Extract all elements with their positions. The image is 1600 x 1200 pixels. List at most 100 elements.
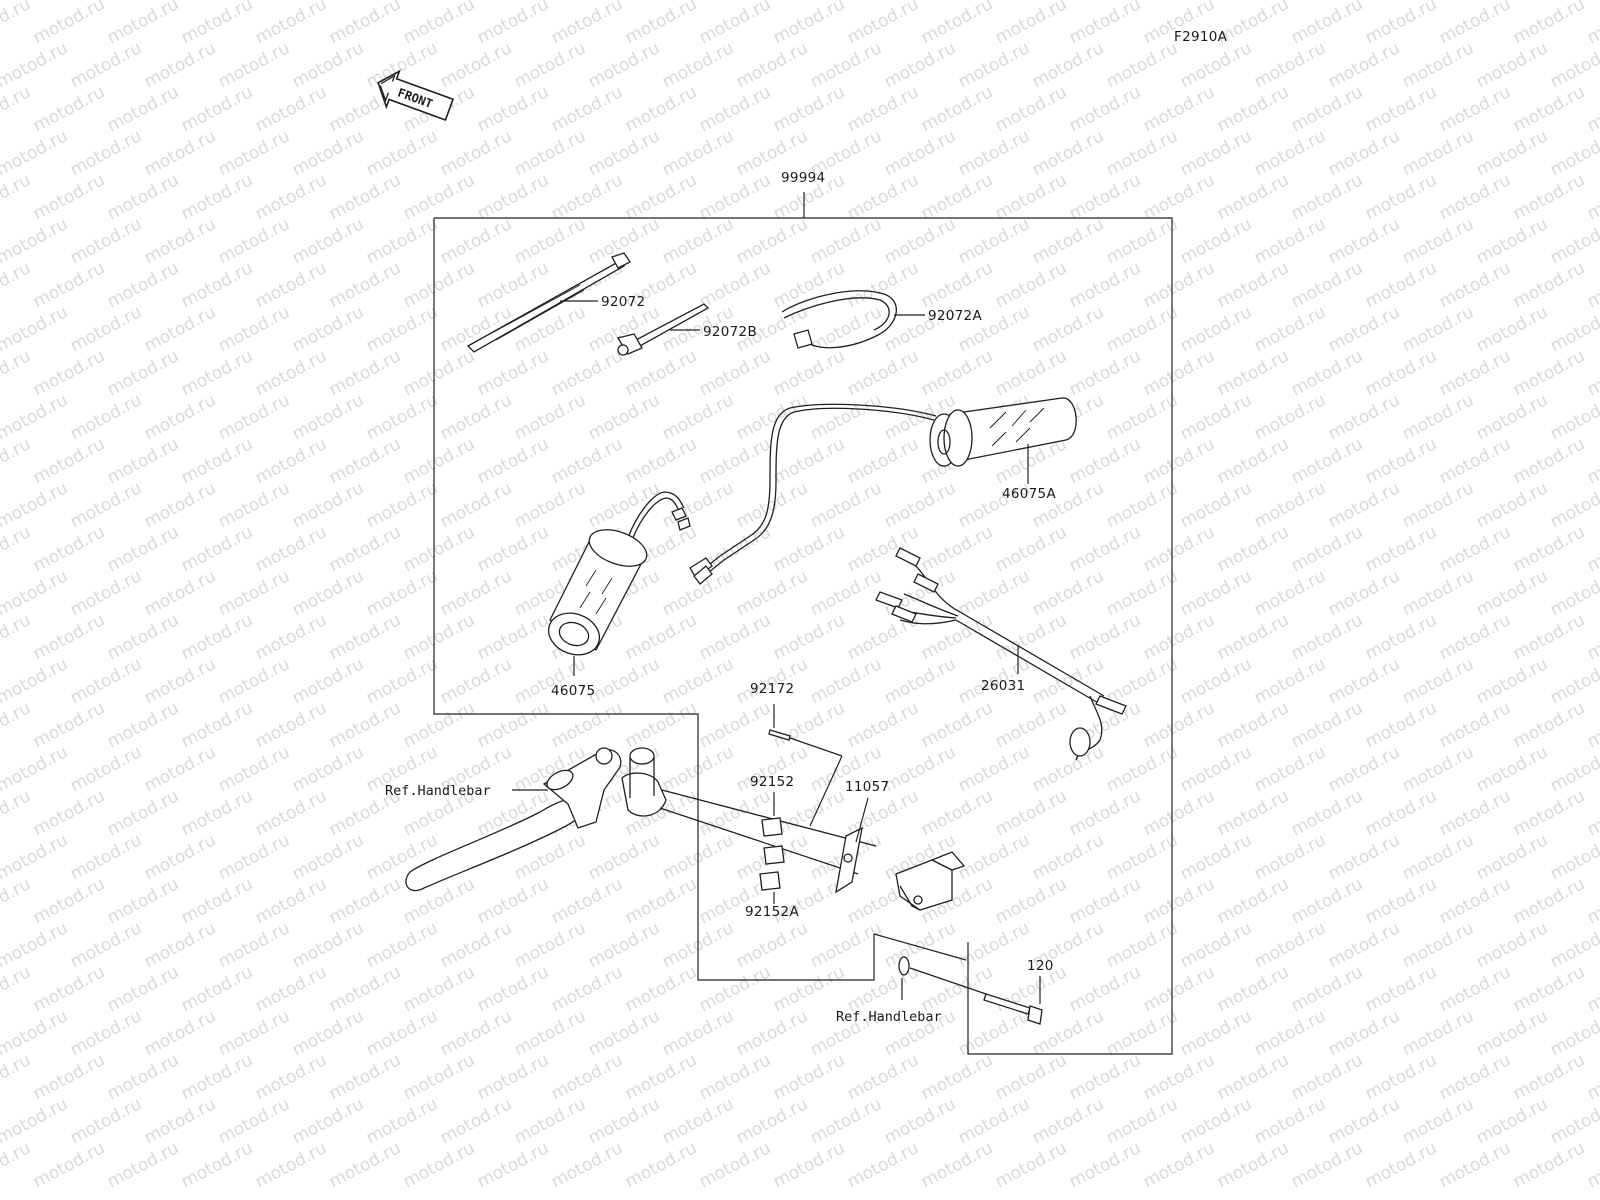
label-92072a: 92072A — [928, 308, 982, 324]
watermark-text: motod.ru — [215, 390, 293, 444]
watermark-text: motod.ru — [1362, 610, 1440, 664]
watermark-text: motod.ru — [1214, 698, 1292, 752]
watermark-text: motod.ru — [1362, 434, 1440, 488]
watermark-text: motod.ru — [1510, 698, 1588, 752]
watermark-text: motod.ru — [1362, 346, 1440, 400]
watermark-text: motod.ru — [178, 874, 256, 928]
watermark-text: motod.ru — [141, 1006, 219, 1060]
watermark-text: motod.ru — [1436, 1050, 1514, 1104]
watermark-text: motod.ru — [326, 698, 404, 752]
watermark-text: motod.ru — [1436, 786, 1514, 840]
watermark-text: motod.ru — [1251, 390, 1329, 444]
watermark-text: motod.ru — [844, 0, 922, 48]
watermark-text: motod.ru — [1325, 830, 1403, 884]
watermark-text: motod.ru — [770, 346, 848, 400]
watermark-text: motod.ru — [289, 830, 367, 884]
watermark-text: motod.ru — [992, 698, 1070, 752]
watermark-text: motod.ru — [548, 1050, 626, 1104]
watermark-text: motod.ru — [881, 126, 959, 180]
watermark-text: motod.ru — [67, 1094, 145, 1148]
watermark-text: motod.ru — [1399, 126, 1477, 180]
watermark-text: motod.ru — [1584, 1138, 1600, 1192]
watermark-text: motod.ru — [363, 302, 441, 356]
watermark-text: motod.ru — [1251, 566, 1329, 620]
heated-grip-left — [547, 491, 691, 676]
watermark-text: motod.ru — [30, 698, 108, 752]
label-99994: 99994 — [781, 170, 825, 186]
watermark-text: motod.ru — [1140, 1138, 1218, 1192]
watermark-text: motod.ru — [659, 1006, 737, 1060]
watermark-text: motod.ru — [770, 82, 848, 136]
watermark-text: motod.ru — [1288, 170, 1366, 224]
watermark-text: motod.ru — [363, 126, 441, 180]
watermark-text: motod.ru — [1251, 918, 1329, 972]
watermark-text: motod.ru — [0, 1094, 71, 1148]
watermark-text: motod.ru — [881, 918, 959, 972]
watermark-text: motod.ru — [400, 258, 478, 312]
watermark-text: motod.ru — [585, 38, 663, 92]
watermark-text: motod.ru — [992, 1138, 1070, 1192]
watermark-text: motod.ru — [1325, 566, 1403, 620]
watermark-text: motod.ru — [326, 346, 404, 400]
watermark-text: motod.ru — [955, 1094, 1033, 1148]
watermark-text: motod.ru — [1177, 1006, 1255, 1060]
watermark-text: motod.ru — [30, 346, 108, 400]
watermark-text: motod.ru — [363, 918, 441, 972]
watermark-text: motod.ru — [1510, 1138, 1588, 1192]
watermark-text: motod.ru — [326, 258, 404, 312]
watermark-text: motod.ru — [807, 478, 885, 532]
watermark-text: motod.ru — [363, 390, 441, 444]
watermark-text: motod.ru — [511, 654, 589, 708]
watermark-text: motod.ru — [1473, 742, 1551, 796]
watermark-text: motod.ru — [733, 566, 811, 620]
watermark-text: motod.ru — [992, 874, 1070, 928]
watermark-text: motod.ru — [548, 874, 626, 928]
watermark-text: motod.ru — [326, 170, 404, 224]
heated-grip-right — [689, 397, 1077, 585]
watermark-text: motod.ru — [1436, 0, 1514, 48]
watermark-text: motod.ru — [1510, 82, 1588, 136]
watermark-text: motod.ru — [1325, 742, 1403, 796]
watermark-text: motod.ru — [178, 610, 256, 664]
watermark-text: motod.ru — [511, 478, 589, 532]
watermark-text: motod.ru — [252, 874, 330, 928]
watermark-text: motod.ru — [1510, 434, 1588, 488]
watermark-text: motod.ru — [1140, 1050, 1218, 1104]
watermark-text: motod.ru — [992, 0, 1070, 48]
watermark-text: motod.ru — [1362, 170, 1440, 224]
watermark-text: motod.ru — [1473, 478, 1551, 532]
watermark-text: motod.ru — [1510, 1050, 1588, 1104]
watermark-text: motod.ru — [1214, 522, 1292, 576]
watermark-text: motod.ru — [67, 654, 145, 708]
watermark-text: motod.ru — [1473, 830, 1551, 884]
watermark-text: motod.ru — [1584, 0, 1600, 48]
watermark-text: motod.ru — [141, 918, 219, 972]
watermark-text: motod.ru — [1066, 1138, 1144, 1192]
watermark-text: motod.ru — [1140, 434, 1218, 488]
clutch-lever — [405, 747, 877, 892]
watermark-text: motod.ru — [400, 1138, 478, 1192]
watermark-text: motod.ru — [178, 962, 256, 1016]
watermark-text: motod.ru — [1510, 786, 1588, 840]
watermark-text: motod.ru — [1140, 786, 1218, 840]
watermark-text: motod.ru — [141, 742, 219, 796]
watermark-text: motod.ru — [474, 874, 552, 928]
watermark-text: motod.ru — [1140, 698, 1218, 752]
watermark-text: motod.ru — [30, 434, 108, 488]
watermark-text: motod.ru — [622, 1050, 700, 1104]
watermark-text: motod.ru — [807, 390, 885, 444]
watermark-text: motod.ru — [1288, 786, 1366, 840]
watermark-text: motod.ru — [474, 346, 552, 400]
watermark-text: motod.ru — [770, 1050, 848, 1104]
watermark-text: motod.ru — [770, 0, 848, 48]
watermark-text: motod.ru — [252, 610, 330, 664]
watermark-text: motod.ru — [1399, 918, 1477, 972]
watermark-text: motod.ru — [104, 522, 182, 576]
watermark-text: motod.ru — [1473, 1094, 1551, 1148]
watermark-text: motod.ru — [696, 434, 774, 488]
watermark-text: motod.ru — [30, 522, 108, 576]
watermark-text: motod.ru — [844, 346, 922, 400]
watermark-text: motod.ru — [1325, 1094, 1403, 1148]
bracket-and-switch — [835, 797, 966, 911]
watermark-text: motod.ru — [992, 258, 1070, 312]
